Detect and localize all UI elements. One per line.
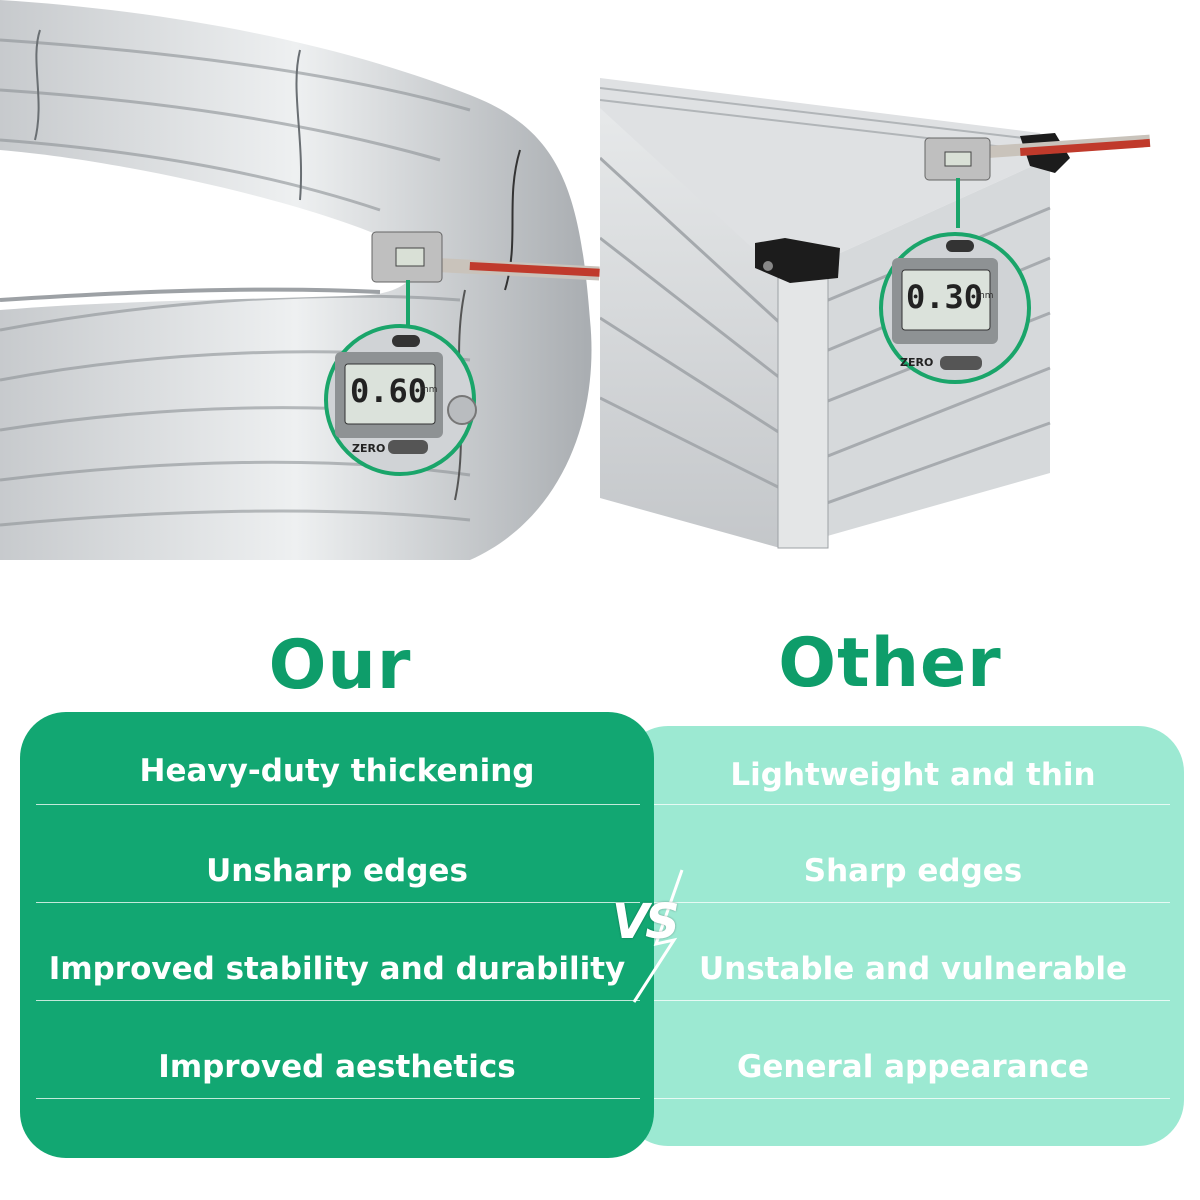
other-feature-4: General appearance (736, 1049, 1090, 1085)
our-divider-3 (36, 1000, 640, 1001)
our-feature-3: Improved stability and durability (48, 951, 626, 987)
vs-lightning-icon (632, 869, 684, 1003)
our-feature-2: Unsharp edges (206, 853, 468, 889)
other-feature-1: Lightweight and thin (730, 757, 1096, 793)
rectangular-bed-photo: 0.30 mm ZERO (600, 78, 1200, 558)
right-caliper-zero-label: ZERO (900, 356, 934, 369)
our-divider-2 (36, 902, 640, 903)
other-divider-1 (652, 804, 1170, 805)
heading-other: Other (778, 624, 1002, 703)
vs-label: VS (612, 894, 680, 950)
other-divider-4 (652, 1098, 1170, 1099)
our-divider-4 (36, 1098, 640, 1099)
our-feature-1: Heavy-duty thickening (139, 753, 535, 789)
our-feature-4: Improved aesthetics (158, 1049, 516, 1085)
left-caliper-unit: mm (420, 385, 438, 395)
right-caliper-reading: 0.30 (906, 278, 984, 316)
our-divider-1 (36, 804, 640, 805)
heading-our: Our (268, 626, 412, 705)
left-caliper-zero-label: ZERO (352, 442, 386, 455)
right-caliper-unit: mm (976, 291, 994, 301)
other-feature-3: Unstable and vulnerable (698, 951, 1128, 987)
other-features-panel: Lightweight and thin Sharp edges Unstabl… (622, 726, 1184, 1146)
our-features-panel: Heavy-duty thickening Unsharp edges Impr… (20, 712, 654, 1158)
other-divider-3 (652, 1000, 1170, 1001)
left-caliper-reading: 0.60 (350, 372, 428, 410)
other-divider-2 (652, 902, 1170, 903)
other-feature-2: Sharp edges (803, 853, 1023, 889)
oval-bed-photo: 0.60 mm ZERO (0, 0, 600, 560)
